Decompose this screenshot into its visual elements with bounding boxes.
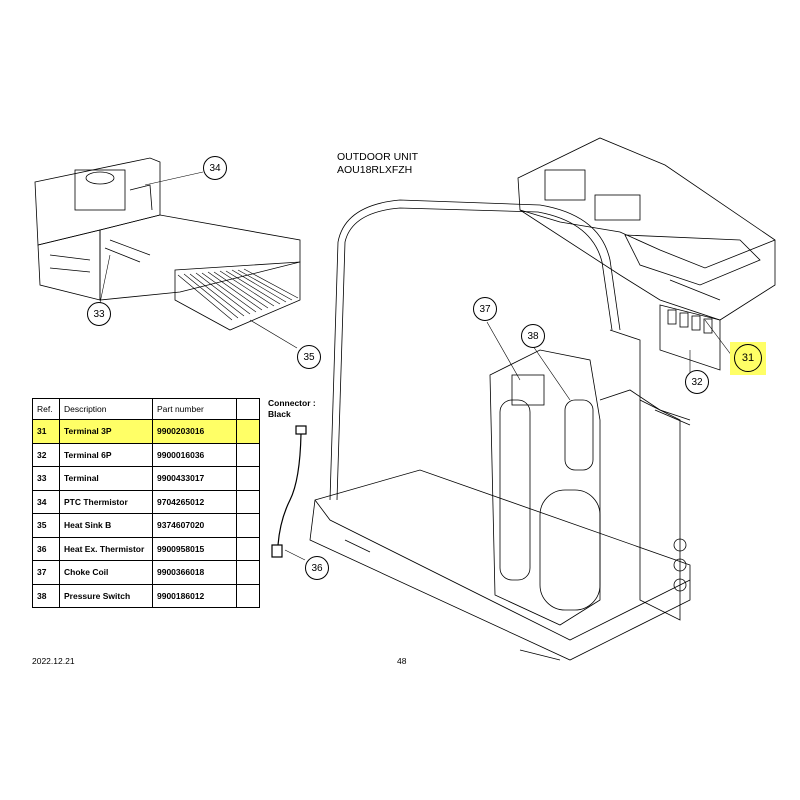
connector-label-line2: Black bbox=[268, 409, 291, 419]
header-ref: Ref. bbox=[32, 398, 60, 420]
row-empty bbox=[236, 560, 260, 585]
unit-title-line1: OUTDOOR UNIT bbox=[337, 151, 419, 163]
page-number: 48 bbox=[397, 656, 407, 666]
table-row[interactable]: 34 PTC Thermistor 9704265012 bbox=[32, 489, 260, 514]
table-row[interactable]: 37 Choke Coil 9900366018 bbox=[32, 560, 260, 585]
table-row[interactable]: 36 Heat Ex. Thermistor 9900958015 bbox=[32, 536, 260, 561]
header-empty bbox=[236, 398, 260, 420]
row-empty bbox=[236, 583, 260, 608]
row-description: Heat Sink B bbox=[59, 513, 153, 538]
table-row[interactable]: 32 Terminal 6P 9900016036 bbox=[32, 442, 260, 467]
row-part-number: 9900186012 bbox=[152, 583, 237, 608]
row-ref: 38 bbox=[32, 583, 60, 608]
header-part-number: Part number bbox=[152, 398, 237, 420]
row-description: Choke Coil bbox=[59, 560, 153, 585]
row-part-number: 9374607020 bbox=[152, 513, 237, 538]
row-description: PTC Thermistor bbox=[59, 489, 153, 514]
row-empty bbox=[236, 419, 260, 444]
footer-date: 2022.12.21 bbox=[32, 656, 75, 666]
callout-36[interactable]: 36 bbox=[305, 556, 329, 580]
row-part-number: 9900016036 bbox=[152, 442, 237, 467]
main-unit-body bbox=[309, 199, 691, 661]
row-ref: 36 bbox=[32, 536, 60, 561]
left-electrical-box bbox=[34, 157, 301, 331]
row-ref: 33 bbox=[32, 466, 60, 491]
row-empty bbox=[236, 442, 260, 467]
row-description: Pressure Switch bbox=[59, 583, 153, 608]
connector-label: Connector : Black bbox=[268, 398, 316, 420]
parts-table: Ref. Description Part number 31 Terminal… bbox=[32, 398, 260, 608]
parts-table-header: Ref. Description Part number bbox=[32, 398, 260, 420]
row-description: Terminal 6P bbox=[59, 442, 153, 467]
callout-32[interactable]: 32 bbox=[685, 370, 709, 394]
table-row[interactable]: 38 Pressure Switch 9900186012 bbox=[32, 583, 260, 608]
callout-38[interactable]: 38 bbox=[521, 324, 545, 348]
row-part-number: 9704265012 bbox=[152, 489, 237, 514]
row-ref: 35 bbox=[32, 513, 60, 538]
callout-37[interactable]: 37 bbox=[473, 297, 497, 321]
row-empty bbox=[236, 489, 260, 514]
heat-sink-fins bbox=[177, 268, 299, 321]
table-row[interactable]: 35 Heat Sink B 9374607020 bbox=[32, 513, 260, 538]
unit-model: AOU18RLXFZH bbox=[337, 164, 413, 176]
callout-34[interactable]: 34 bbox=[203, 156, 227, 180]
row-empty bbox=[236, 536, 260, 561]
callout-33[interactable]: 33 bbox=[87, 302, 111, 326]
row-part-number: 9900203016 bbox=[152, 419, 237, 444]
row-description: Heat Ex. Thermistor bbox=[59, 536, 153, 561]
row-part-number: 9900366018 bbox=[152, 560, 237, 585]
row-ref: 31 bbox=[32, 419, 60, 444]
table-row[interactable]: 33 Terminal 9900433017 bbox=[32, 466, 260, 491]
connector-wire bbox=[271, 425, 307, 558]
row-ref: 32 bbox=[32, 442, 60, 467]
unit-title: OUTDOOR UNIT AOU18RLXFZH bbox=[337, 151, 418, 177]
connector-label-line1: Connector : bbox=[268, 398, 316, 408]
table-row[interactable]: 31 Terminal 3P 9900203016 bbox=[32, 419, 260, 444]
callout-31[interactable]: 31 bbox=[734, 344, 762, 372]
row-description: Terminal 3P bbox=[59, 419, 153, 444]
row-description: Terminal bbox=[59, 466, 153, 491]
row-empty bbox=[236, 466, 260, 491]
row-part-number: 9900433017 bbox=[152, 466, 237, 491]
callout-35[interactable]: 35 bbox=[297, 345, 321, 369]
row-ref: 37 bbox=[32, 560, 60, 585]
header-description: Description bbox=[59, 398, 153, 420]
row-empty bbox=[236, 513, 260, 538]
row-ref: 34 bbox=[32, 489, 60, 514]
right-control-box bbox=[517, 137, 776, 371]
row-part-number: 9900958015 bbox=[152, 536, 237, 561]
